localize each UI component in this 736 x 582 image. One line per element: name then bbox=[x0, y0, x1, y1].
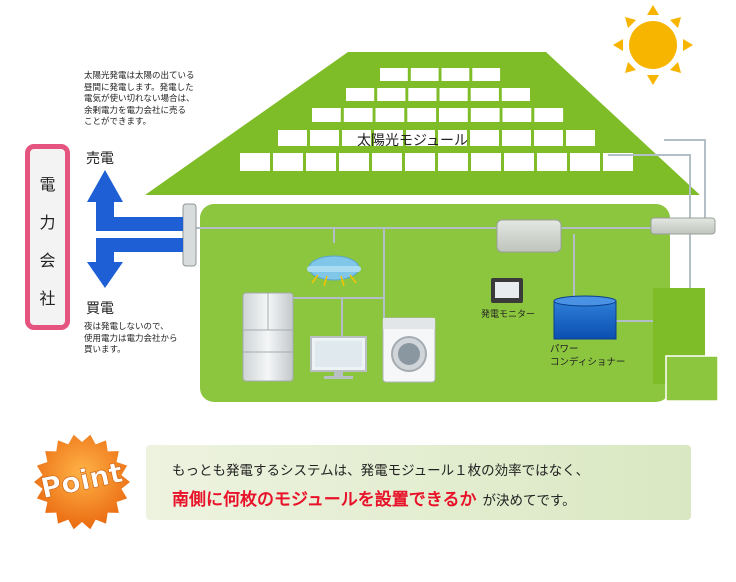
solar-panel bbox=[339, 153, 369, 171]
solar-panel bbox=[570, 153, 600, 171]
tv-icon bbox=[310, 336, 367, 379]
solar-panel bbox=[310, 130, 339, 146]
solar-panel bbox=[471, 153, 501, 171]
conditioner-label-line1: パワー bbox=[550, 344, 579, 355]
power-company-char: 力 bbox=[39, 213, 56, 232]
solar-panel bbox=[470, 130, 499, 146]
solar-panel bbox=[342, 130, 371, 146]
buy-label: 買電 bbox=[86, 301, 114, 317]
solar-module-label: 太陽光モジュール bbox=[357, 133, 468, 149]
solar-panel bbox=[407, 108, 437, 122]
wall-meter-icon bbox=[182, 203, 197, 267]
solar-panel bbox=[439, 108, 468, 122]
buy-note-line: 使用電力は電力会社から bbox=[84, 333, 178, 344]
solar-panel bbox=[537, 153, 567, 171]
point-text-line1: もっとも発電するシステムは、発電モジュール１枚の効率ではなく、 bbox=[172, 463, 590, 479]
solar-panel bbox=[438, 153, 468, 171]
solar-panel bbox=[377, 88, 406, 101]
solar-panel bbox=[346, 88, 375, 101]
solar-panel bbox=[441, 68, 470, 81]
sell-note-line: ことができます。 bbox=[84, 117, 152, 127]
power-company-box: 電 力 会 社 bbox=[25, 144, 70, 330]
solar-panel bbox=[312, 108, 341, 122]
point-tail-text: が決めてです。 bbox=[482, 493, 576, 509]
monitor-label: 発電モニター bbox=[481, 308, 535, 320]
conditioner-label-line2: コンディショナー bbox=[550, 356, 625, 368]
wiring bbox=[196, 139, 706, 338]
solar-panel bbox=[380, 68, 408, 81]
sell-note-line: 昼間に発電します。発電した bbox=[84, 82, 194, 93]
solar-panel bbox=[410, 68, 439, 81]
sell-note-line: 余剰電力を電力会社に売る bbox=[84, 105, 187, 116]
solar-panel bbox=[534, 108, 564, 122]
solar-panel bbox=[534, 130, 563, 146]
sell-note-line: 電気が使い切れない場合は、 bbox=[84, 94, 195, 104]
buy-arrow bbox=[87, 238, 183, 288]
distribution-board-icon bbox=[496, 219, 562, 253]
solar-panel bbox=[502, 130, 531, 146]
monitor-icon bbox=[491, 278, 523, 303]
point-highlight-text: 南側に何枚のモジュールを設置できるか bbox=[172, 490, 477, 510]
sell-note: 太陽光発電は太陽の出ている 昼間に発電します。発電した 電気が使い切れない場合は… bbox=[84, 71, 195, 129]
solar-panel bbox=[408, 88, 437, 101]
sun-icon bbox=[613, 5, 693, 85]
buy-note-line: 買います。 bbox=[84, 345, 126, 355]
solar-panel bbox=[502, 108, 532, 122]
power-conditioner-icon bbox=[553, 295, 617, 340]
solar-panel bbox=[343, 108, 373, 122]
solar-panel bbox=[374, 130, 403, 146]
solar-panel bbox=[439, 88, 468, 101]
solar-panel bbox=[306, 153, 336, 171]
solar-panel bbox=[240, 153, 270, 171]
solar-panel bbox=[470, 108, 500, 122]
solar-panel bbox=[375, 108, 405, 122]
meter-icon bbox=[665, 355, 719, 402]
buy-note-line: 夜は発電しないので、 bbox=[84, 322, 169, 332]
solar-panel bbox=[372, 153, 402, 171]
solar-panel bbox=[405, 153, 435, 171]
solar-panel bbox=[472, 68, 501, 81]
solar-panel bbox=[278, 130, 307, 146]
power-company-char: 会 bbox=[39, 251, 56, 270]
solar-panel bbox=[501, 88, 530, 101]
point-panel: もっとも発電するシステムは、発電モジュール１枚の効率ではなく、 南側に何枚のモジ… bbox=[146, 445, 691, 520]
ceiling-lamp-icon bbox=[307, 255, 361, 287]
point-badge: Point bbox=[34, 434, 130, 530]
power-company-char: 社 bbox=[39, 289, 56, 308]
buy-note: 夜は発電しないので、 使用電力は電力会社から 買います。 bbox=[84, 322, 178, 357]
washing-machine-icon bbox=[382, 317, 436, 383]
solar-panel bbox=[438, 130, 467, 146]
junction-box-icon bbox=[650, 217, 716, 235]
solar-panel bbox=[470, 88, 499, 101]
solar-panel bbox=[504, 153, 534, 171]
solar-panel bbox=[603, 153, 633, 171]
sell-note-line: 太陽光発電は太陽の出ている bbox=[84, 71, 195, 81]
sell-arrow bbox=[87, 170, 183, 231]
refrigerator-icon bbox=[242, 292, 294, 382]
point-text-line2: 南側に何枚のモジュールを設置できるかが決めてです。 bbox=[172, 485, 576, 510]
solar-panel-array bbox=[240, 68, 633, 171]
sell-label: 売電 bbox=[86, 151, 114, 167]
solar-panel bbox=[406, 130, 435, 146]
solar-panel bbox=[566, 130, 595, 146]
solar-panel bbox=[273, 153, 303, 171]
power-company-char: 電 bbox=[39, 175, 56, 194]
